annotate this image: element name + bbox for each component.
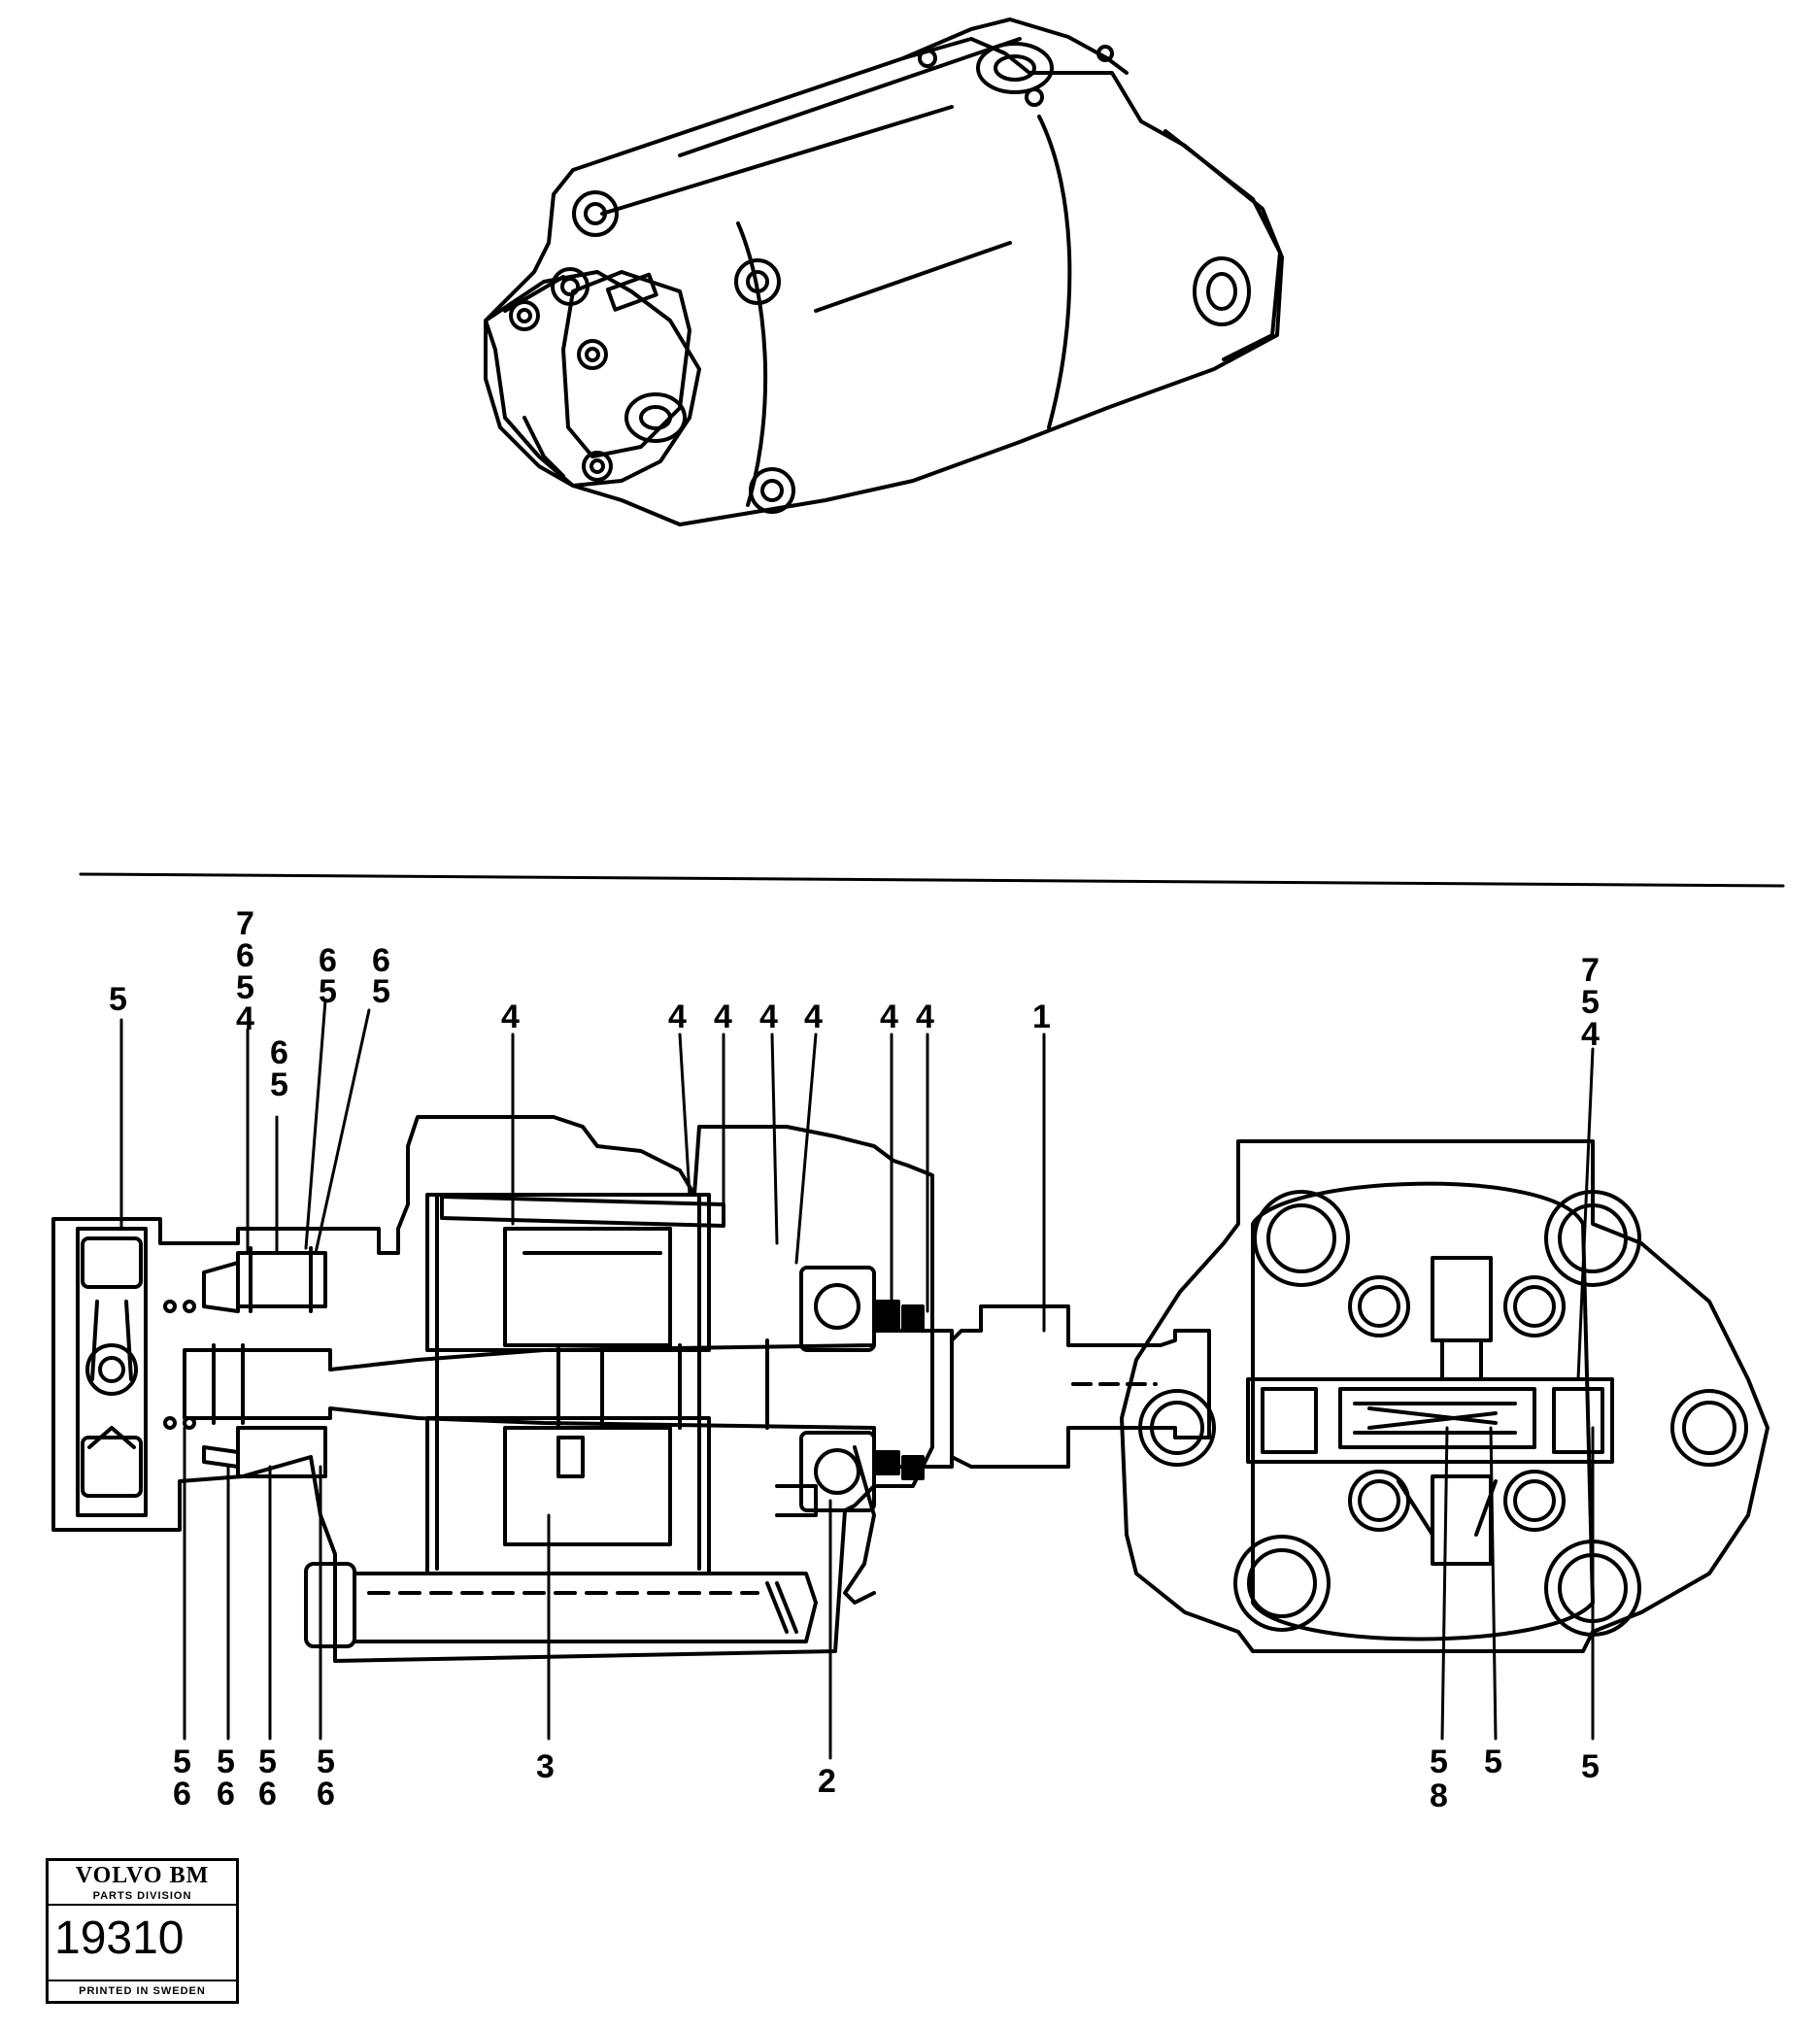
section-divider (79, 872, 1785, 888)
callout-top-left: 5 (372, 973, 390, 1010)
callout-top-mid: 4 (759, 999, 778, 1035)
stamp-number: 19310 (54, 1913, 185, 1964)
callout-top-mid: 4 (880, 999, 898, 1035)
callout-top-left: 4 (236, 1000, 254, 1037)
callout-top-left: 5 (109, 981, 127, 1018)
callout-top-left: 7 (236, 905, 254, 942)
pump-section-view (51, 1115, 1211, 1663)
callout-top-left: 5 (319, 973, 337, 1010)
callout-end-view-bottom: 5 (1581, 1748, 1600, 1785)
callout-top-left: 6 (372, 942, 390, 979)
callout-bottom-left: 6 (217, 1776, 235, 1812)
callout-top-mid: 4 (714, 999, 732, 1035)
callout-end-view-bottom: 5 (1430, 1743, 1448, 1780)
callout-end-view-top: 4 (1581, 1016, 1600, 1053)
pump-end-view (1120, 1139, 1769, 1653)
callout-top-left: 5 (236, 969, 254, 1006)
callout-top-mid: 4 (501, 999, 520, 1035)
stamp-footer: PRINTED IN SWEDEN (49, 1980, 236, 2001)
callout-top-left: 6 (319, 942, 337, 979)
callout-bottom-left: 6 (258, 1776, 277, 1812)
callout-bottom-mid: 2 (818, 1763, 836, 1800)
callout-bottom-mid: 3 (536, 1748, 555, 1785)
callout-labels: 5 7 6 5 4 6 5 6 5 6 5 4 4 4 4 4 4 4 1 5 … (109, 905, 1600, 1814)
callout-bottom-left: 6 (173, 1776, 191, 1812)
callout-bottom-left: 5 (317, 1743, 335, 1780)
callout-top-left: 6 (236, 937, 254, 974)
stamp-brand: VOLVO BM (75, 1863, 210, 1888)
callout-bottom-left: 5 (217, 1743, 235, 1780)
callout-top-left: 5 (270, 1066, 288, 1103)
callout-bottom-left: 6 (317, 1776, 335, 1812)
callout-bottom-left: 5 (258, 1743, 277, 1780)
parts-stamp: VOLVO BM PARTS DIVISION 19310 PRINTED IN… (46, 1858, 239, 2004)
callout-top-mid: 4 (668, 999, 687, 1035)
callout-top-left: 6 (270, 1034, 288, 1071)
callout-end-view-top: 7 (1581, 952, 1600, 989)
callout-bottom-left: 5 (173, 1743, 191, 1780)
pump-perspective-illustration (484, 17, 1284, 526)
callout-top-mid: 4 (916, 999, 934, 1035)
callout-top-mid: 1 (1032, 999, 1051, 1035)
callout-end-view-top: 5 (1581, 984, 1600, 1021)
callout-top-mid: 4 (804, 999, 823, 1035)
stamp-division: PARTS DIVISION (49, 1890, 236, 1906)
callout-leader-lines (119, 999, 1595, 1760)
callout-end-view-bottom: 8 (1430, 1777, 1448, 1814)
callout-end-view-bottom: 5 (1484, 1743, 1502, 1780)
